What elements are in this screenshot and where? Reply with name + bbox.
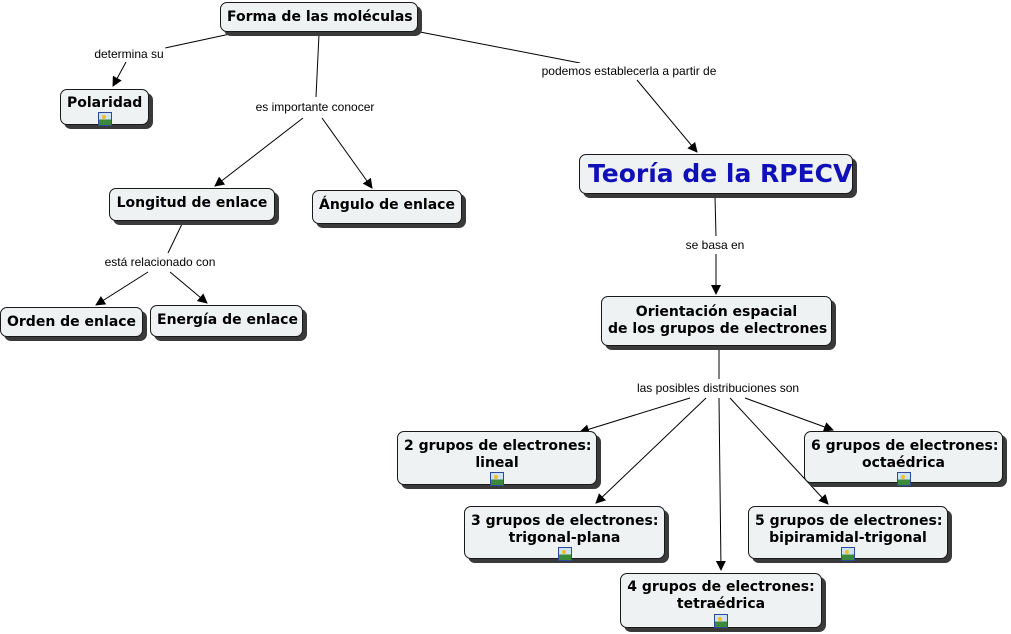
concept-label-line-2: trigonal-plana [508,530,621,546]
concept-label-line-2: tetraédrica [676,596,766,612]
concept-label-line-2: lineal [475,455,519,471]
concept-label: Energía de enlace [157,312,298,328]
concept-orden-de-enlace[interactable]: Orden de enlace [0,307,143,337]
link-label-importante: es importante conocer [253,99,377,115]
concept-label-line-1: 2 grupos de electrones: [404,438,592,454]
link-label-determina: determina su [92,46,166,62]
concept-label-line-2: de los grupos de electrones [608,321,828,337]
concept-label-line-1: 3 grupos de electrones: [471,513,659,529]
link-teoria-basa [714,196,717,237]
concept-label: Longitud de enlace [116,195,268,211]
link-label-basa: se basa en [683,237,747,253]
concept-2-grupos-lineal[interactable]: 2 grupos de electrones: lineal [397,431,597,486]
link-determina-polaridad [112,61,127,87]
link-establecer-teoria [636,79,698,153]
link-distribuciones-g4 [715,397,726,571]
image-attachment-icon[interactable] [714,614,728,628]
concept-label-line-2: octaédrica [861,455,946,471]
link-forma-importante [315,33,320,98]
link-importante-longitud [214,117,304,187]
image-attachment-icon[interactable] [557,547,572,561]
concept-label: Polaridad [67,95,143,111]
concept-label-line-1: 6 grupos de electrones: [811,438,999,454]
concept-label: Forma de las moléculas [227,9,413,25]
concept-polaridad[interactable]: Polaridad [60,89,149,126]
image-attachment-icon[interactable] [97,112,112,126]
link-relacionado-orden [95,271,149,306]
concept-5-grupos-bipiramidal-trigonal[interactable]: 5 grupos de electrones: bipiramidal-trig… [748,506,948,561]
concept-4-grupos-tetraedrica[interactable]: 4 grupos de electrones: tetraédrica [620,573,822,628]
concept-label-line-1: Orientación espacial [635,304,798,320]
link-importante-angulo [321,117,373,189]
image-attachment-icon[interactable] [841,547,855,561]
concept-label-line-1: 5 grupos de electrones: [755,513,943,529]
link-label-relacionado: está relacionado con [102,254,218,270]
link-distribuciones-g6 [744,397,834,432]
link-distribuciones-g3 [595,397,707,504]
link-forma-establecer [419,31,581,64]
concept-teoria-rpecv[interactable]: Teoría de la RPECV [579,154,853,194]
link-label-distribuciones: las posibles distribuciones son [634,380,802,396]
link-label-establecer: podemos establecerla a partir de [539,63,719,79]
concept-orientacion-espacial[interactable]: Orientación espacial de los grupos de el… [601,296,832,346]
concept-3-grupos-trigonal-plana[interactable]: 3 grupos de electrones: trigonal-plana [464,506,665,561]
link-forma-determina [164,33,231,49]
concept-forma-de-las-moleculas[interactable]: Forma de las moléculas [220,2,418,32]
link-relacionado-energia [169,271,208,304]
concept-label: Teoría de la RPECV [588,159,853,188]
link-distribuciones-g2 [579,397,691,435]
concept-label: Orden de enlace [7,314,137,330]
image-attachment-icon[interactable] [490,472,504,486]
concept-angulo-de-enlace[interactable]: Ángulo de enlace [312,190,462,224]
link-distribuciones-g5 [729,397,829,505]
concept-label-line-1: 4 grupos de electrones: [627,579,815,595]
concept-label: Ángulo de enlace [319,197,455,213]
concept-label-line-2: bipiramidal-trigonal [769,530,927,546]
image-attachment-icon[interactable] [896,472,911,486]
concept-6-grupos-octaedrica[interactable]: 6 grupos de electrones: octaédrica [804,431,1003,486]
link-longitud-relacionado [167,223,183,254]
concept-energia-de-enlace[interactable]: Energía de enlace [150,305,303,337]
concept-longitud-de-enlace[interactable]: Longitud de enlace [109,188,275,221]
